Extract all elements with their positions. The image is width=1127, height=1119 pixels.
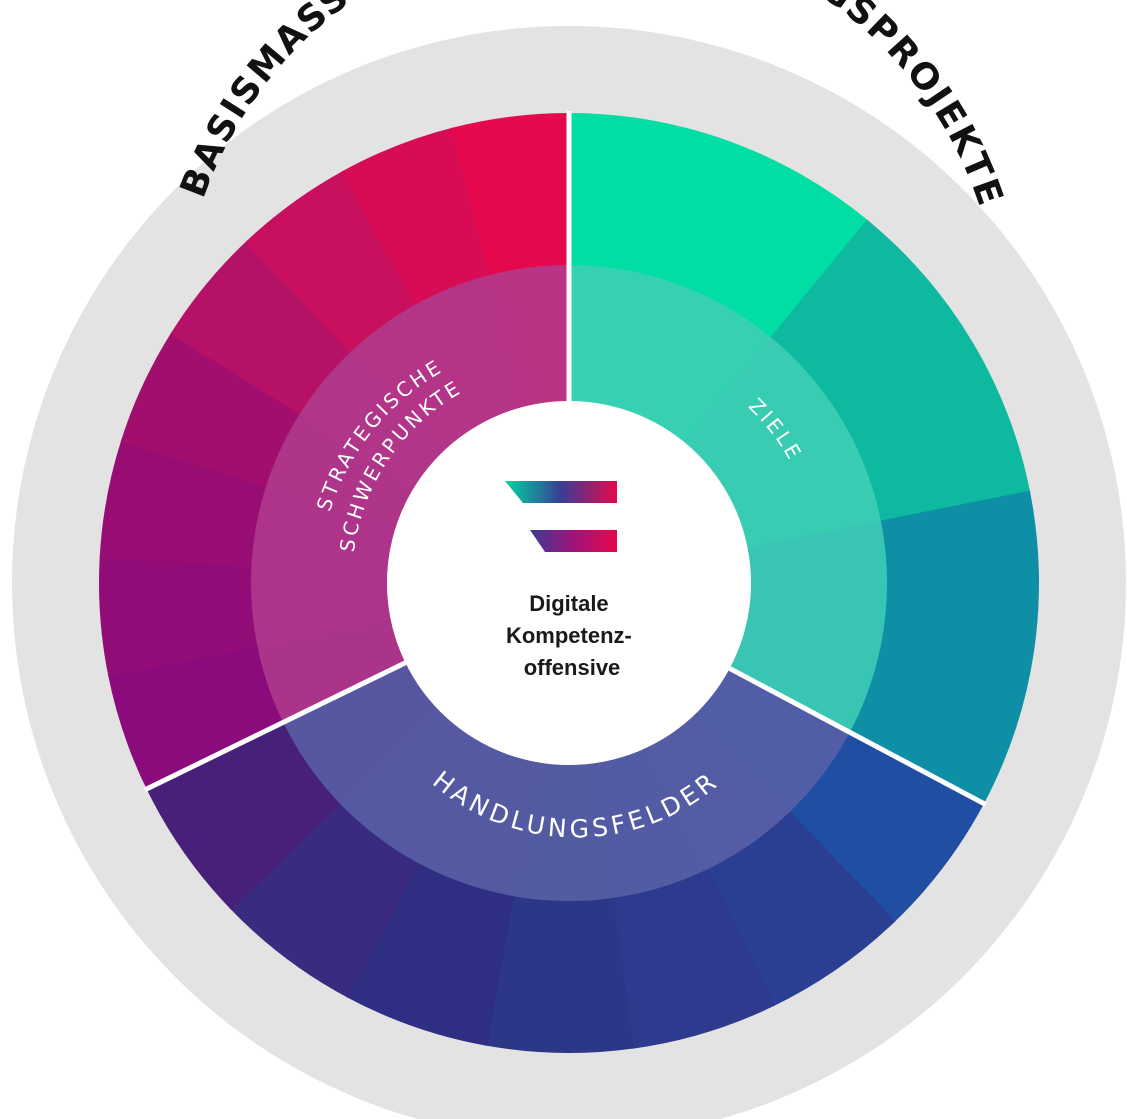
inner-ring	[251, 265, 887, 901]
center-title-line1: Digitale	[529, 591, 608, 616]
svg-text:Digitale Kompetenz- of: Digitale Kompetenz- offensive	[506, 591, 638, 680]
handlungsfelder-inner-band	[283, 662, 850, 901]
section-divider	[728, 666, 987, 807]
stripes-logo	[505, 481, 617, 552]
center-circle	[387, 401, 751, 765]
strategische-inner-band	[251, 265, 569, 723]
section-dividers	[143, 111, 987, 807]
ziele-inner-band	[569, 265, 887, 733]
center-title-line3: offensive	[524, 655, 621, 680]
center-title-line2: Kompetenz-	[506, 623, 632, 648]
section-divider	[143, 660, 407, 793]
